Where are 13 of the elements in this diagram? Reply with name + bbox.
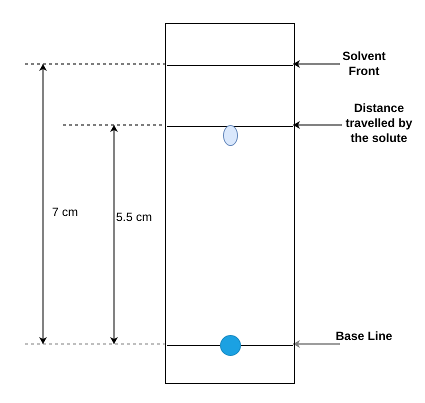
sample-spot xyxy=(220,335,241,356)
arrow xyxy=(292,60,340,68)
callout-text: Base Line xyxy=(334,329,394,359)
arrow xyxy=(293,340,340,348)
dimension-label: 7 cm xyxy=(52,205,78,219)
callout-text: Solvent Front xyxy=(334,49,394,79)
plate-rectangle xyxy=(165,23,295,384)
arrow xyxy=(292,121,342,129)
dimension-label: 5.5 cm xyxy=(116,210,152,224)
solute-line xyxy=(167,126,293,127)
callout-text: Distance travelled by the solute xyxy=(336,101,422,146)
solvent-front-line xyxy=(167,65,293,66)
solute-spot xyxy=(223,125,238,146)
